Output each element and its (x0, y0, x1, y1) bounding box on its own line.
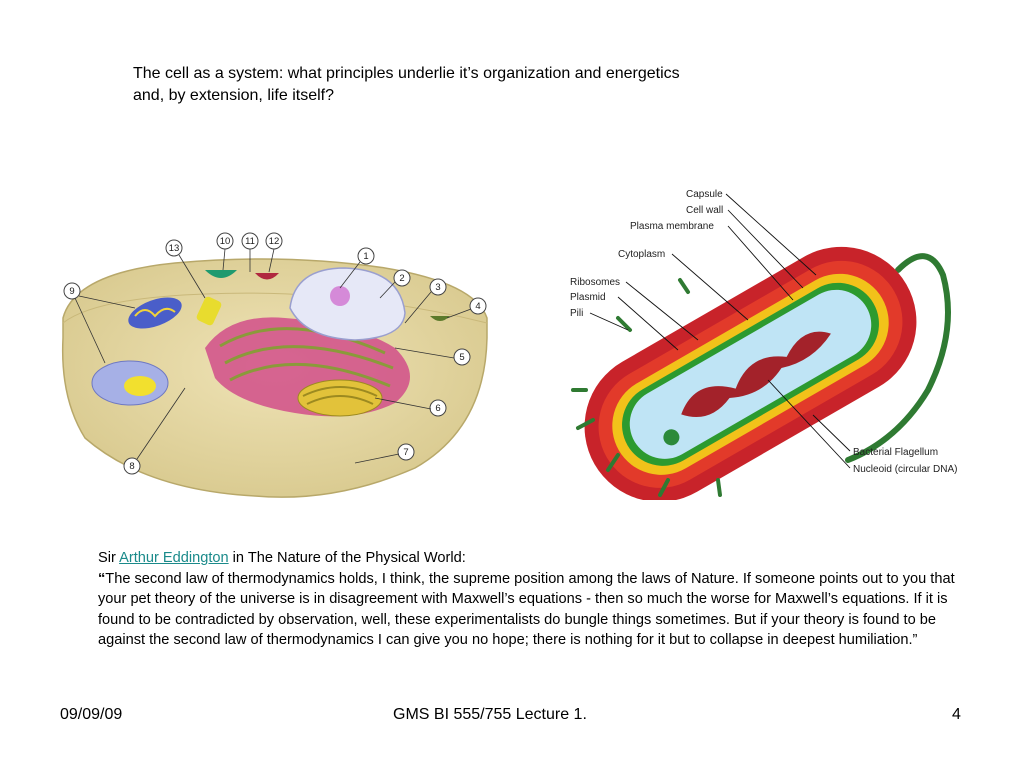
slide-title: The cell as a system: what principles un… (133, 63, 833, 107)
eddington-quote: Sir Arthur Eddington in The Nature of th… (98, 548, 958, 651)
callout-11: 11 (241, 232, 259, 250)
prokaryotic-cell-diagram: Capsule Cell wall Plasma membrane Cytopl… (570, 189, 957, 500)
svg-text:11: 11 (245, 236, 255, 247)
svg-text:7: 7 (403, 447, 408, 458)
callout-13: 13 (165, 239, 183, 257)
label-capsule: Capsule (686, 189, 723, 200)
svg-text:10: 10 (220, 236, 231, 247)
callout-2: 2 (393, 269, 411, 287)
footer-course: GMS BI 555/755 Lecture 1. (393, 706, 587, 723)
title-line-2: and, by extension, life itself? (133, 87, 335, 104)
label-bacterial-flagellum: Bacterial Flagellum (853, 447, 938, 458)
svg-text:5: 5 (459, 352, 464, 363)
label-nucleoid: Nucleoid (circular DNA) (853, 464, 957, 475)
quote-text: The second law of thermodynamics holds, … (98, 570, 955, 649)
svg-text:9: 9 (69, 286, 74, 297)
footer-date: 09/09/09 (60, 706, 123, 723)
callout-7: 7 (397, 443, 415, 461)
svg-text:3: 3 (435, 282, 440, 293)
callout-4: 4 (469, 297, 487, 315)
golgi-shape (297, 379, 383, 417)
nucleus-shape (289, 267, 406, 341)
callout-12: 12 (265, 232, 283, 250)
footer-page-number: 4 (952, 706, 961, 723)
callout-8: 8 (123, 457, 141, 475)
title-line-1: The cell as a system: what principles un… (133, 65, 680, 82)
nucleolus-shape (330, 286, 350, 306)
flagellum-shape (845, 253, 951, 463)
eukaryotic-cell-diagram: 1 2 3 4 5 6 7 8 9 10 11 12 13 (61, 232, 488, 498)
callout-9: 9 (63, 282, 81, 300)
label-cytoplasm: Cytoplasm (618, 249, 665, 260)
callout-10: 10 (216, 232, 234, 250)
svg-text:2: 2 (399, 273, 404, 284)
label-cell-wall: Cell wall (686, 205, 723, 216)
mitochondrion-shape (128, 297, 182, 329)
quote-prefix: Sir (98, 550, 120, 566)
label-ribosomes: Ribosomes (570, 277, 620, 288)
label-plasma-membrane: Plasma membrane (630, 221, 714, 232)
quote-source: in The Nature of the Physical World: (228, 550, 466, 566)
svg-text:4: 4 (475, 301, 480, 312)
plasmid-shape (663, 429, 680, 446)
nucleoid-shape (681, 331, 831, 418)
callout-5: 5 (453, 348, 471, 366)
organelle-12-shape (255, 273, 279, 280)
callout-6: 6 (429, 399, 447, 417)
svg-text:13: 13 (169, 243, 180, 254)
svg-text:12: 12 (269, 236, 280, 247)
quote-open-mark: “ (98, 570, 106, 587)
svg-text:1: 1 (363, 251, 368, 262)
label-pili: Pili (570, 308, 583, 319)
author-link[interactable]: Arthur Eddington (119, 550, 229, 566)
organelle-10-shape (205, 270, 237, 278)
callout-1: 1 (357, 247, 375, 265)
svg-text:6: 6 (435, 403, 440, 414)
label-plasmid: Plasmid (570, 292, 606, 303)
svg-text:8: 8 (129, 461, 134, 472)
callout-3: 3 (429, 278, 447, 296)
